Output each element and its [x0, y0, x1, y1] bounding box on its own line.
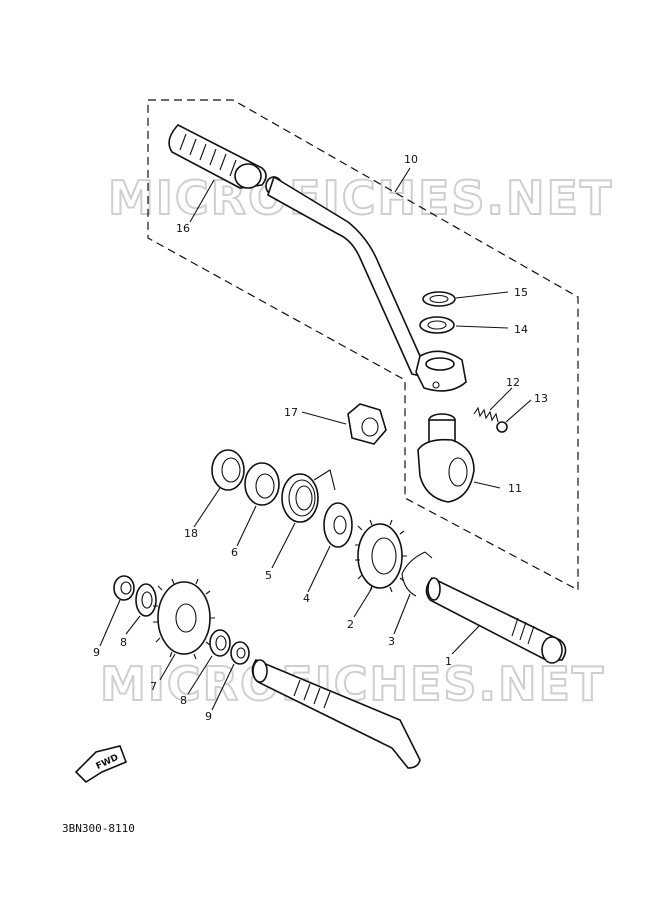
torsion-spring-5-part — [281, 469, 336, 523]
circlip-15-part — [422, 291, 456, 307]
callout-11: 11 — [508, 482, 522, 495]
callout-14: 14 — [514, 323, 528, 336]
callout-4: 4 — [303, 592, 310, 605]
callout-12: 12 — [506, 376, 520, 389]
assembly-boundary — [147, 99, 579, 591]
watermark-top: MICROFICHES.NET — [108, 171, 613, 225]
boss-11-part — [417, 413, 475, 503]
spring-12-part — [473, 406, 499, 423]
callout-9-right: 9 — [205, 710, 212, 723]
callout-16: 16 — [176, 222, 190, 235]
oil-seal-18-part — [211, 449, 245, 491]
kick-lever-part — [265, 175, 467, 392]
callout-7: 7 — [150, 680, 157, 693]
callout-1: 1 — [445, 655, 452, 668]
callout-6: 6 — [231, 546, 238, 559]
callout-9-left: 9 — [93, 646, 100, 659]
circlip-9-right-part — [230, 641, 250, 665]
ball-13-part — [496, 421, 508, 433]
callout-8-left: 8 — [120, 636, 127, 649]
callout-18: 18 — [184, 527, 198, 540]
callout-5: 5 — [265, 569, 272, 582]
bushing-6-part — [244, 462, 280, 506]
callout-13: 13 — [534, 392, 548, 405]
washer-8-left-part — [135, 583, 157, 617]
kick-gear-2-part — [355, 519, 407, 593]
callout-15: 15 — [514, 286, 528, 299]
circlip-9-left-part — [113, 575, 135, 601]
leader-lines — [99, 167, 532, 711]
nut-17-part — [347, 403, 387, 445]
callout-3: 3 — [388, 635, 395, 648]
diagram-code: 3BN300-8110 — [62, 822, 135, 835]
clip-3-part — [401, 551, 433, 597]
forward-arrow-icon: FWD — [74, 745, 128, 784]
kick-axle-1-part — [425, 577, 567, 664]
washer-4-part — [323, 502, 353, 548]
washer-8-right-part — [209, 629, 231, 657]
callout-2: 2 — [347, 618, 354, 631]
callout-17: 17 — [284, 406, 298, 419]
callout-10: 10 — [404, 153, 418, 166]
callout-8-right: 8 — [180, 694, 187, 707]
grip-part — [168, 124, 267, 189]
washer-14-part — [419, 316, 455, 334]
gear-7-part — [153, 578, 215, 660]
shaft-part — [251, 659, 421, 769]
